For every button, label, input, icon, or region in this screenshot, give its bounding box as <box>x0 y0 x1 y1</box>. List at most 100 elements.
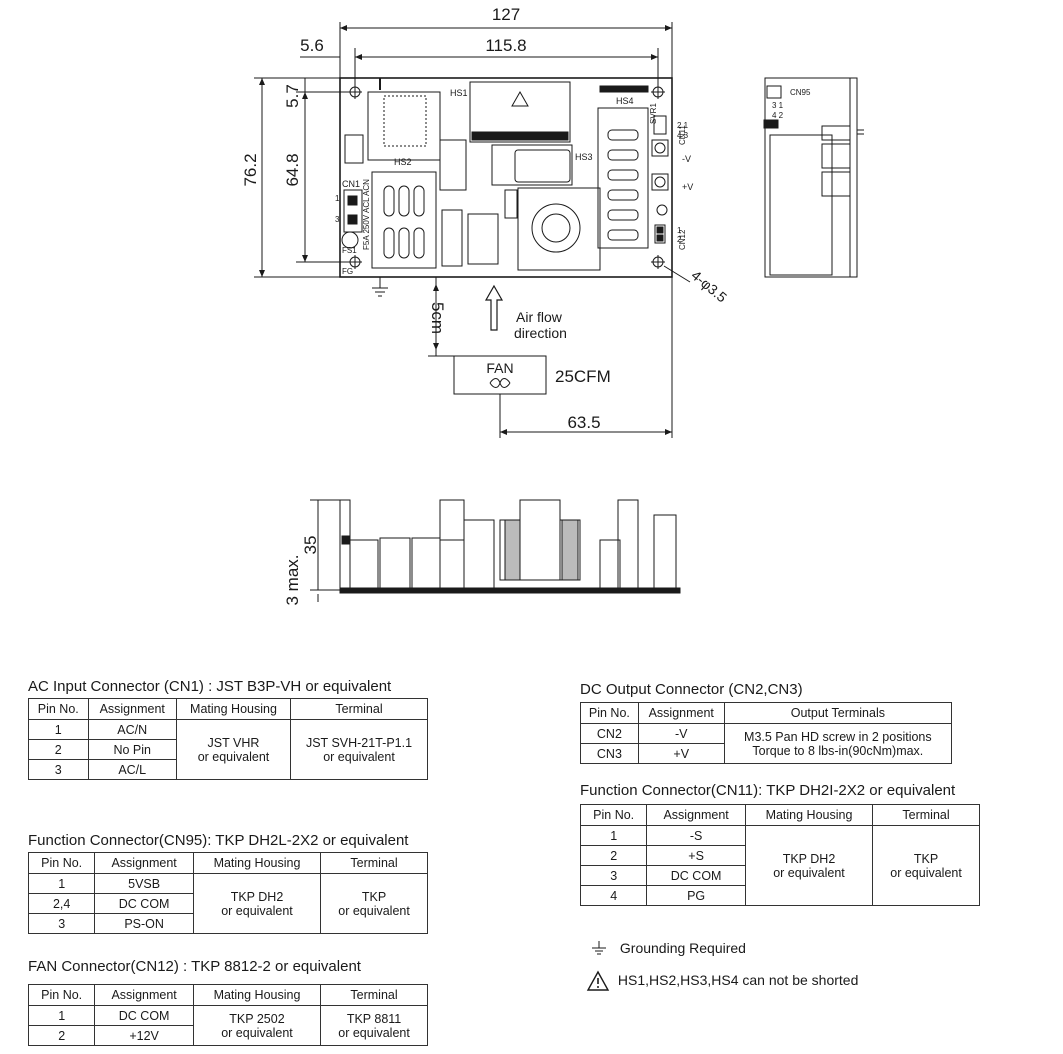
label-hs4: HS4 <box>616 96 634 106</box>
dim-overall-height: 76.2 <box>241 153 260 186</box>
header-cell: Assignment <box>94 984 194 1006</box>
dim-standoff: 3 max. <box>283 554 302 605</box>
pin-cell: 3 <box>28 759 89 780</box>
header-cell: Assignment <box>94 852 194 874</box>
header-cell: Terminal <box>320 984 428 1006</box>
header-cell: Terminal <box>320 852 428 874</box>
assignment-cell: -S <box>646 825 746 846</box>
dim-hole-span-y: 64.8 <box>283 153 302 186</box>
pin-cell: 2 <box>28 739 89 760</box>
cn95-table: Pin No. Assignment Mating Housing Termin… <box>27 852 428 934</box>
label-plus-v: +V <box>682 182 693 192</box>
label-svr1: SVR1 <box>649 103 658 124</box>
label-hs2: HS2 <box>394 157 412 167</box>
warning-note: HS1,HS2,HS3,HS4 can not be shorted <box>586 970 858 992</box>
cn12-title: FAN Connector(CN12) : TKP 8812-2 or equi… <box>28 958 361 975</box>
label-cn11-pins-top: 2 1 <box>677 121 689 130</box>
label-pin3: 3 <box>335 215 340 224</box>
pin-cell: 2,4 <box>27 893 96 914</box>
label-airflow-1: Air flow <box>516 309 563 325</box>
label-hs3: HS3 <box>575 152 593 162</box>
label-acl: ACL <box>362 197 371 213</box>
dim-fan-offset: 63.5 <box>567 413 600 432</box>
header-cell: Assignment <box>646 804 746 826</box>
header-cell: Terminal <box>872 804 980 826</box>
pin-cell: CN2 <box>580 723 639 744</box>
assignment-cell: DC COM <box>94 1005 194 1026</box>
ground-icon <box>592 941 606 955</box>
cn11-table: Pin No. Assignment Mating Housing Termin… <box>579 804 980 906</box>
label-cn11: CN11 <box>678 125 687 145</box>
assignment-cell: +V <box>637 743 725 764</box>
label-fan: FAN <box>486 360 513 376</box>
label-minus-v: -V <box>682 154 691 164</box>
front-view-drawing: 35 3 max. <box>283 499 681 606</box>
cn12-table: Pin No. Assignment Mating Housing Termin… <box>27 984 428 1046</box>
dim-fan-distance: 5cm <box>428 302 447 334</box>
header-cell: Pin No. <box>579 804 648 826</box>
header-cell: Terminal <box>290 698 428 720</box>
header-cell: Pin No. <box>28 698 89 720</box>
assignment-cell: -V <box>637 723 725 744</box>
dim-hole-offset-y: 5.7 <box>283 84 302 108</box>
cn2cn3-title: DC Output Connector (CN2,CN3) <box>580 681 803 698</box>
label-cn12: CN12 <box>678 229 687 250</box>
header-cell: Pin No. <box>580 702 639 724</box>
assignment-cell: DC COM <box>94 893 194 914</box>
header-cell: Pin No. <box>27 852 96 874</box>
pin-cell: CN3 <box>580 743 639 764</box>
cn2cn3-table: Pin No. Assignment Output Terminals CN2 … <box>580 702 953 764</box>
table-row: 2 +12V <box>27 1025 428 1046</box>
pin-cell: 1 <box>27 1005 96 1026</box>
pin-cell: 1 <box>579 825 648 846</box>
header-cell: Mating Housing <box>744 804 874 826</box>
header-cell: Mating Housing <box>192 852 322 874</box>
pin-cell: 3 <box>579 865 648 886</box>
assignment-cell: No Pin <box>87 739 177 760</box>
cn1-table: Pin No. Assignment Mating Housing Termin… <box>28 698 428 780</box>
grounding-note: Grounding Required <box>590 940 746 958</box>
table-row: CN3 +V <box>580 743 952 764</box>
dim-mount-holes: 4-φ3.5 <box>688 267 730 306</box>
top-view-drawing: 127 115.8 5.6 76.2 64.8 5.7 5cm 63.5 4-φ… <box>241 5 864 438</box>
label-cn12-pin2: 2 <box>677 235 682 244</box>
cn11-title: Function Connector(CN11): TKP DH2I-2X2 o… <box>580 782 956 799</box>
header-cell: Assignment <box>637 702 725 724</box>
grounding-text: Grounding Required <box>619 940 746 956</box>
header-cell: Pin No. <box>27 984 96 1006</box>
cn1-title: AC Input Connector (CN1) : JST B3P-VH or… <box>28 678 392 695</box>
label-cn1: CN1 <box>342 179 360 189</box>
assignment-cell: +S <box>646 845 746 866</box>
dim-hole-offset-x: 5.6 <box>300 36 324 55</box>
header-cell: Assignment <box>87 698 177 720</box>
label-fan-cfm: 25CFM <box>555 367 611 386</box>
dim-hole-span: 115.8 <box>485 36 526 55</box>
table-row: 3 DC COM <box>579 865 980 886</box>
label-cn95-pins-bot: 4 2 <box>772 111 784 120</box>
label-cn95: CN95 <box>790 88 811 97</box>
assignment-cell: 5VSB <box>94 873 194 894</box>
warning-icon <box>586 970 610 991</box>
label-airflow-2: direction <box>514 325 567 341</box>
table-row: 4 PG <box>579 885 980 906</box>
assignment-cell: +12V <box>94 1025 194 1046</box>
dim-height: 35 <box>301 536 320 555</box>
table-row: 3 PS-ON <box>27 913 428 934</box>
label-hs1: HS1 <box>450 88 468 98</box>
pin-cell: 1 <box>28 719 89 740</box>
assignment-cell: AC/N <box>87 719 177 740</box>
pin-cell: 4 <box>579 885 648 906</box>
pin-cell: 2 <box>27 1025 96 1046</box>
label-fs1-rating: F5A 250V <box>362 214 371 250</box>
pin-cell: 2 <box>579 845 648 866</box>
